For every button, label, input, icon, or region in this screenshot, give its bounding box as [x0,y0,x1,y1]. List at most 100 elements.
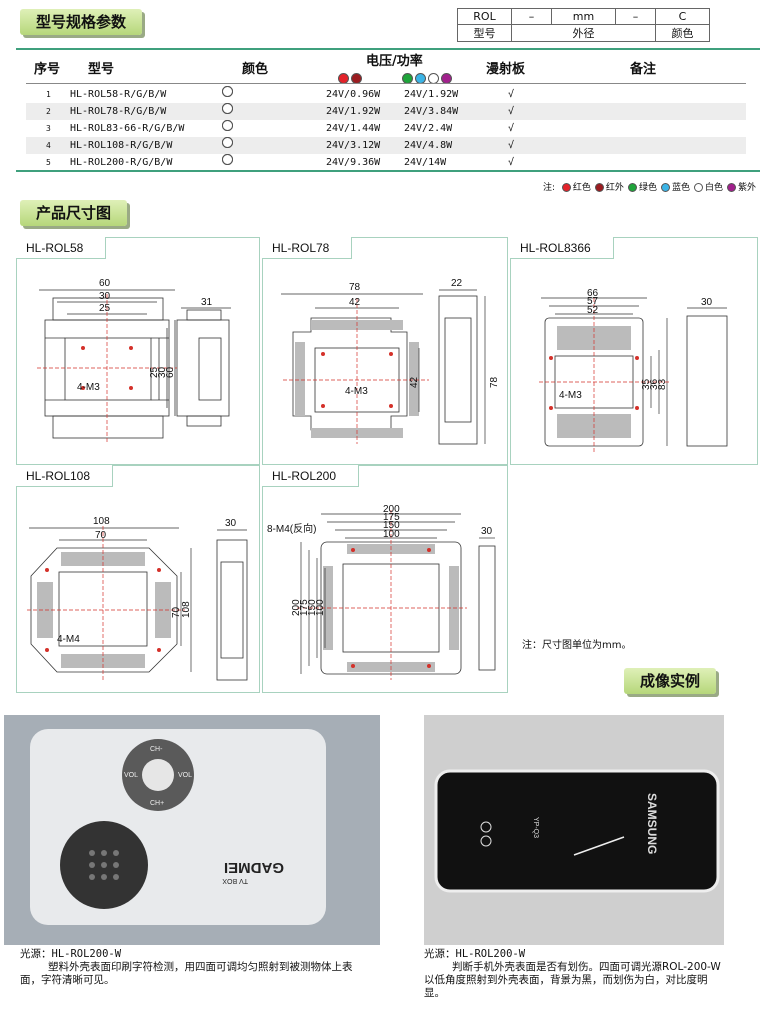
dim-label: 78 [349,282,361,293]
spec-cell-seq: 5 [46,158,51,167]
spec-cell-diffuser: √ [508,89,515,100]
dim-label: 35 [641,378,652,390]
drawing-panel-rol108: HL-ROL108 108 70 30 4-M4 70 10 [16,465,260,693]
photo-text: TV BOX [222,877,248,884]
example-caption-2: 光源：HL-ROL200-W 判断手机外壳表面是否有划伤。四面可调光源ROL-2… [424,948,724,1000]
power-color-dots-2 [402,68,454,87]
drawing-label: HL-ROL108 [16,465,114,487]
dim-label: 8-M4(反向) [267,522,316,535]
legend-label: 白色 [704,183,723,193]
caption-source: 光源：HL-ROL200-W [20,948,122,960]
drawing-label: HL-ROL200 [262,465,360,487]
dim-label: 42 [409,376,420,388]
header-power: 电压/功率 [366,54,423,69]
drawing-panel-rol78: HL-ROL78 78 42 22 4-M3 42 78 [262,237,508,465]
drawing-label: HL-ROL58 [16,237,107,259]
drawing-rol78: 78 42 22 4-M3 42 78 [281,278,500,445]
dim-label: 4-M4 [57,634,80,645]
code-cell: C [655,8,710,25]
spec-cell-model: HL-ROL83-66-R/G/B/W [70,123,185,134]
dim-label: 200 [383,504,400,515]
dim-label: 70 [95,530,107,541]
code-cell: 外径 [511,24,656,42]
legend-dot [693,183,703,192]
code-cell: ROL [457,8,512,25]
drawing-panel-rol8366: HL-ROL8366 66 57 52 30 4-M3 35 36 83 [510,237,758,465]
header-color: 颜色 [242,62,269,77]
dim-label: 57 [587,296,599,307]
code-cell: 型号 [457,24,512,42]
section-title-dimensions: 产品尺寸图 [20,200,128,226]
legend-dot [594,183,604,192]
drawing-panel-rol58: HL-ROL58 60 30 25 31 [16,237,260,465]
legend-label: 红外 [605,183,624,193]
spec-cell-p1: 24V/3.12W [326,140,381,151]
color-dot [222,137,233,148]
dim-label: 100 [383,529,400,540]
color-legend: 注: 红色红外绿色蓝色白色紫外 [543,180,756,193]
color-dot [222,103,233,114]
dim-label: 4-M3 [77,382,100,393]
code-cell: 颜色 [655,24,710,42]
dim-label: 30 [225,518,237,529]
spec-cell-model: HL-ROL200-R/G/B/W [70,157,173,168]
spec-cell-seq: 3 [46,124,51,133]
dim-label: 150 [307,599,318,616]
dim-label: 83 [657,378,668,390]
dim-label: 70 [171,606,182,618]
caption-source: 光源：HL-ROL200-W [424,948,526,960]
dim-label: 66 [587,288,599,299]
drawing-label: HL-ROL8366 [510,237,614,259]
dim-label: 60 [99,278,111,289]
spec-cell-p1: 24V/9.36W [326,157,381,168]
dim-label: 31 [201,297,213,308]
photo-text: SAMSUNG [645,793,659,854]
legend-label: 红色 [572,183,591,193]
header-model: 型号 [88,62,115,77]
header-diffuser: 漫射板 [486,62,526,77]
code-cell: – [615,8,656,25]
dim-label: 108 [93,516,110,527]
legend-label: 紫外 [737,183,756,193]
code-cell: mm [551,8,616,25]
spec-cell-diffuser: √ [508,157,515,168]
drawing-rol200: 200 175 150 100 30 8-M4(反向) 200 175 150 … [267,504,496,680]
spec-cell-seq: 2 [46,107,51,116]
drawing-rol108: 108 70 30 4-M4 70 108 [27,516,248,681]
legend-dot [726,183,736,192]
color-dot [222,154,233,165]
spec-cell-seq: 1 [46,90,51,99]
spec-cell-seq: 4 [46,141,51,150]
dim-label: 30 [481,526,493,537]
spec-cell-model: HL-ROL58-R/G/B/W [70,89,167,100]
dim-label: 42 [349,297,361,308]
section-title-examples: 成像实例 [624,668,717,694]
legend-prefix: 注: [542,183,556,193]
power-color-dots-1 [338,68,364,87]
dim-label: 78 [489,376,500,388]
example-photo-tvbox: CH- CH+ VOL VOL GADMEI TV BOX [4,715,380,945]
spec-cell-p1: 24V/1.92W [326,106,381,117]
dim-label: 25 [99,303,111,314]
example-caption-1: 光源：HL-ROL200-W 塑料外壳表面印刷字符检测，用四面可调均匀照射到被测… [20,948,360,987]
dim-label: 175 [383,512,400,523]
dim-label: 22 [451,278,463,289]
dim-label: 30 [701,297,713,308]
spec-cell-diffuser: √ [508,123,515,134]
spec-cell-diffuser: √ [508,106,515,117]
drawing-rol8366: 66 57 52 30 4-M3 35 36 83 [539,288,728,452]
photo-text: VOL [178,772,192,779]
spec-cell-p1: 24V/0.96W [326,89,381,100]
dim-label: 36 [649,378,660,390]
dim-label: 150 [383,520,400,531]
spec-cell-p2: 24V/3.84W [404,106,459,117]
drawing-panel-rol200: HL-ROL200 200 175 150 100 30 8-M4( [262,465,508,693]
spec-cell-model: HL-ROL108-R/G/B/W [70,140,173,151]
caption-text: 判断手机外壳表面是否有划伤。四面可调光源ROL-200-W以低角度照射到外壳表面… [424,961,721,999]
dim-label: 52 [587,305,599,316]
